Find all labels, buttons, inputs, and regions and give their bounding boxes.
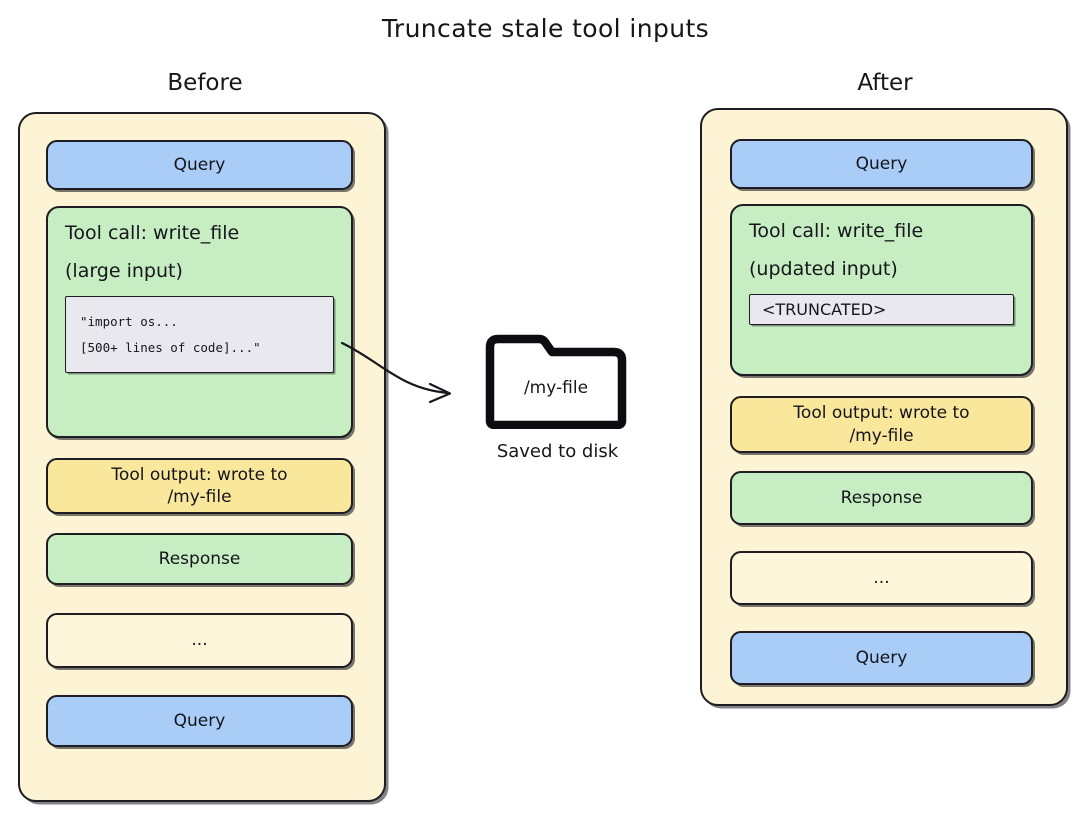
before-query-block-top[interactable]: Query [46,140,353,190]
folder-icon [485,334,627,429]
after-tool-call-block[interactable]: Tool call: write_file (updated input) <T… [730,204,1033,376]
before-tool-output-block[interactable]: Tool output: wrote to /my-file [46,458,353,514]
after-query-block-bottom[interactable]: Query [730,631,1033,685]
after-tool-call-subtitle: (updated input) [749,258,898,280]
before-tool-call-subtitle: (large input) [65,260,183,282]
after-ellipsis-block: ... [730,551,1033,605]
before-query-block-bottom[interactable]: Query [46,695,353,747]
before-response-block[interactable]: Response [46,533,353,585]
saved-to-disk-caption: Saved to disk [496,441,619,462]
page-title: Truncate stale tool inputs [381,14,710,43]
after-response-block[interactable]: Response [730,471,1033,525]
after-tool-call-title: Tool call: write_file [749,220,924,242]
after-query-block-top[interactable]: Query [730,139,1033,189]
before-tool-call-title: Tool call: write_file [65,222,240,244]
arrow-icon [340,341,452,404]
code-line: "import os... [80,314,178,329]
column-heading-after: After [857,70,913,96]
after-tool-call-truncated-box: <TRUNCATED> [749,294,1014,325]
after-tool-output-block[interactable]: Tool output: wrote to /my-file [730,396,1033,453]
before-tool-call-block[interactable]: Tool call: write_file (large input) "imp… [46,206,353,438]
column-heading-before: Before [167,70,243,96]
code-line: [500+ lines of code]..." [80,339,261,355]
before-tool-call-code-box: "import os... [500+ lines of code]..." [65,296,334,374]
before-ellipsis-block: ... [46,613,353,668]
